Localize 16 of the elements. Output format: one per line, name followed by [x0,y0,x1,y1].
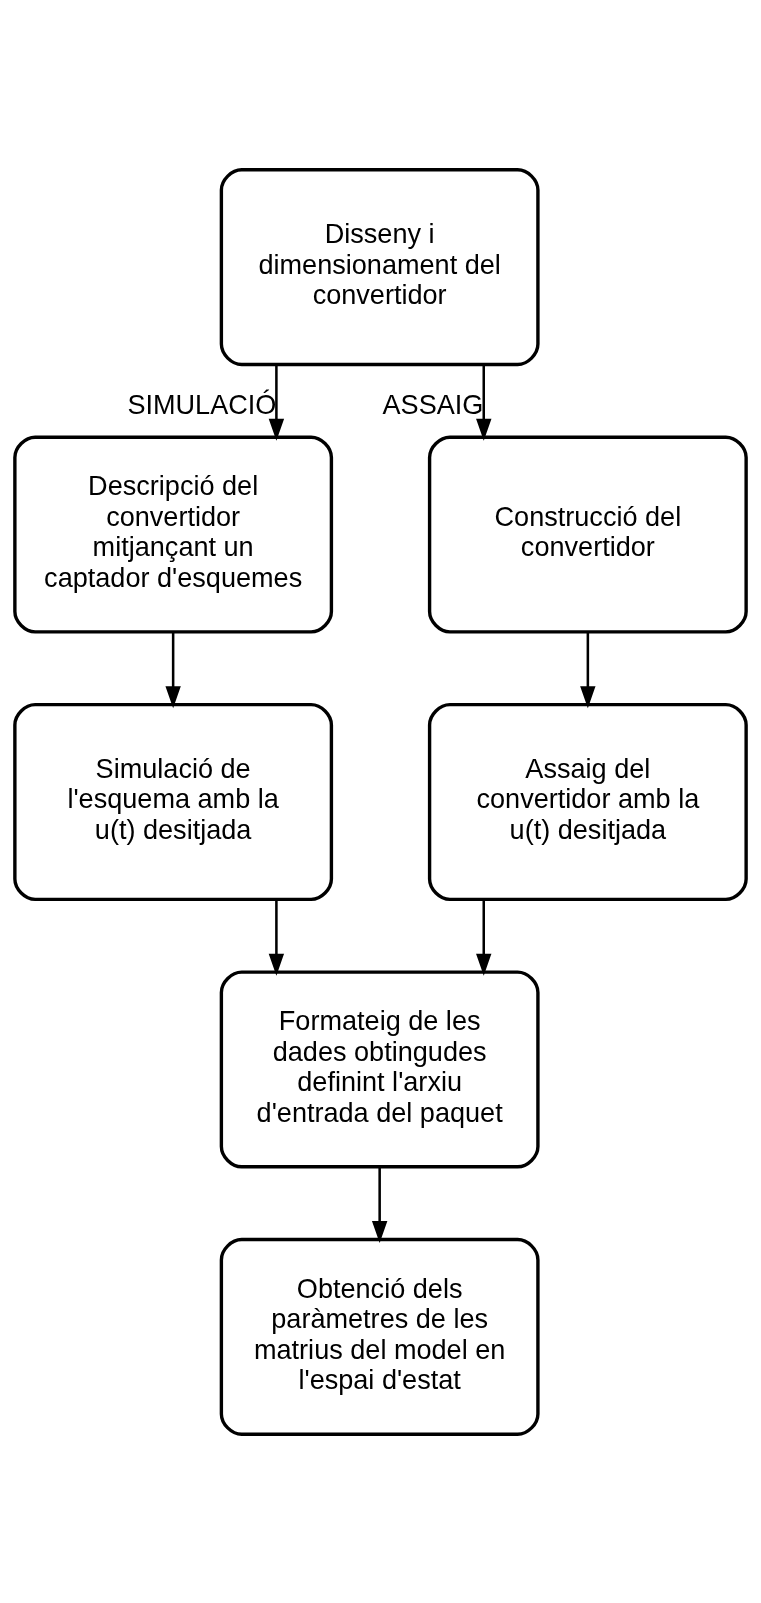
arrow [165,632,181,708]
arrow [268,899,285,976]
arrow [371,1167,388,1243]
node-box: Formateig de les dades obtingudes definint l'arxiu d'entrada del paquet [219,969,540,1168]
arrow [268,364,285,441]
arrow [476,364,492,441]
node-box: Obtenció dels paràmetres de les matrius del model en l'espai d'estat [219,1237,540,1436]
arrow [580,632,596,708]
edge-label: ASSAIG [382,388,484,420]
node-box: Assaig del convertidor amb la u(t) desitjada [427,702,748,901]
node-box: Disseny i dimensionament del convertidor [219,167,540,366]
node-box: Simulació de l'esquema amb la u(t) desitjada [13,702,334,901]
node-box: Descripció del convertidor mitjançant un captador d'esquemes [13,435,334,634]
edge-label: SIMULACIÓ [127,388,277,420]
arrow [476,899,492,976]
node-box: Construcció del convertidor [427,435,748,634]
